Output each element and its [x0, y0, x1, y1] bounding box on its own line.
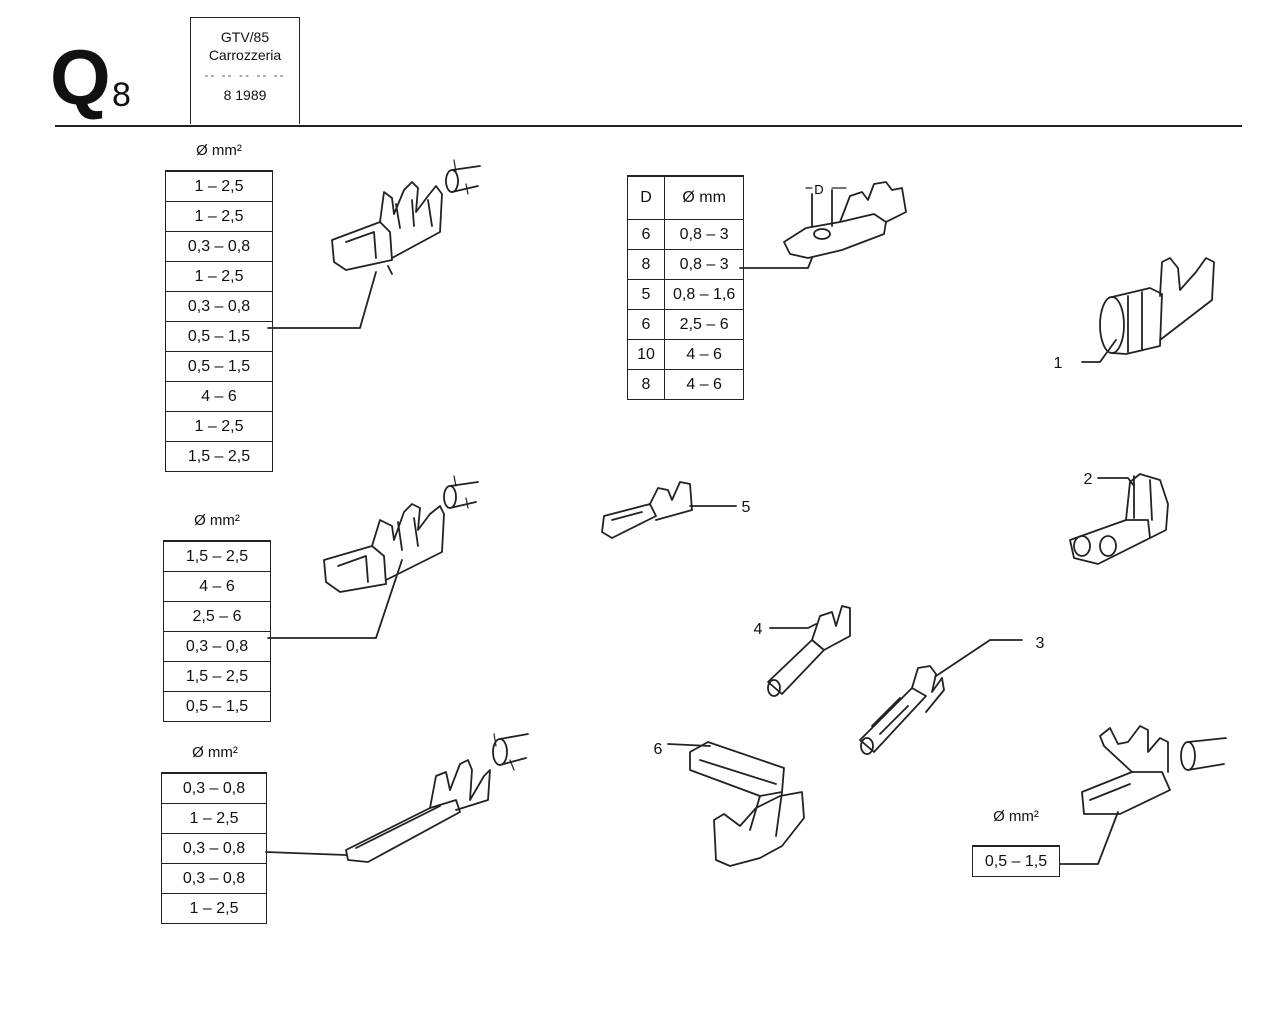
leader-line-6 — [667, 743, 711, 747]
title-block: GTV/85 Carrozzeria -- -- -- -- -- 8 1989 — [190, 17, 300, 124]
part-1-drawing — [1099, 257, 1215, 355]
table-cell: 0,5 – 1,5 — [972, 845, 1060, 877]
table-cell: 1 – 2,5 — [165, 170, 273, 202]
table-cell: 1 – 2,5 — [161, 803, 267, 834]
table-cell: 6 — [627, 309, 665, 340]
leader-line-b — [267, 559, 403, 639]
table-cell: 0,5 – 1,5 — [165, 351, 273, 382]
table-row: 0,5 – 1,5 — [972, 845, 1060, 877]
header-rule — [55, 125, 1242, 127]
section-code: Q 8 — [50, 32, 131, 122]
table-row: 0,3 – 0,8 — [161, 772, 267, 804]
table-row: 1 – 2,5 — [161, 803, 267, 834]
section-letter: Q — [50, 33, 111, 121]
table-cell: 0,8 – 3 — [663, 249, 745, 280]
table-cell: 2,5 – 6 — [663, 309, 745, 340]
table-row: 1 – 2,5 — [161, 893, 267, 924]
table-row: 0,5 – 1,5 — [163, 691, 271, 722]
leader-line-4 — [769, 623, 817, 629]
table-cell: 0,8 – 3 — [663, 219, 745, 250]
table-1-caption: Ø mm² — [196, 142, 242, 159]
model-label: GTV/85 — [220, 29, 270, 45]
section-number: 8 — [112, 76, 131, 114]
leader-line-3 — [935, 639, 1023, 677]
table-cell: 0,3 – 0,8 — [161, 772, 267, 804]
female-terminal-drawing-c — [1081, 725, 1227, 815]
table-cell: 4 – 6 — [663, 369, 745, 400]
table-cell: 1 – 2,5 — [161, 893, 267, 924]
female-terminal-drawing-a — [331, 165, 481, 275]
table-row: 1,5 – 2,5 — [163, 661, 271, 692]
table-cell: 0,5 – 1,5 — [165, 321, 273, 352]
table-row: 0,5 – 1,5 — [165, 321, 273, 352]
column-header-d: D — [627, 175, 665, 220]
callout-5: 5 — [742, 499, 751, 516]
table-cell: 1 – 2,5 — [165, 261, 273, 292]
table-cell: 1,5 – 2,5 — [163, 661, 271, 692]
table-cell: 0,8 – 1,6 — [663, 279, 745, 310]
column-header-mm: Ø mm — [663, 175, 745, 220]
callout-2: 2 — [1084, 471, 1093, 488]
callout-3: 3 — [1036, 635, 1045, 652]
table-5-caption: Ø mm² — [993, 808, 1039, 825]
leader-line-d — [1059, 811, 1119, 865]
callout-1: 1 — [1054, 355, 1063, 372]
table-cell: 6 — [627, 219, 665, 250]
group-label: Carrozzeria — [208, 47, 282, 63]
table-row: 4 – 6 — [165, 381, 273, 412]
part-3-drawing — [859, 665, 945, 755]
table-3-caption: Ø mm² — [192, 744, 238, 761]
table-cell: 8 — [627, 369, 665, 400]
leader-line-2 — [1097, 477, 1135, 487]
leader-line-a — [267, 271, 377, 329]
leader-line-1 — [1081, 339, 1117, 363]
dimension-d-label: D — [814, 182, 823, 197]
table-3: 0,3 – 0,8 1 – 2,5 0,3 – 0,8 0,3 – 0,8 1 … — [161, 772, 267, 924]
table-1: 1 – 2,5 1 – 2,5 0,3 – 0,8 1 – 2,5 0,3 – … — [165, 170, 273, 472]
table-row: 1 – 2,5 — [165, 261, 273, 292]
table-row: 1 – 2,5 — [165, 170, 273, 202]
table-cell: 0,3 – 0,8 — [165, 231, 273, 262]
table-cell: 4 – 6 — [663, 339, 745, 370]
date-label: 8 1989 — [223, 87, 267, 103]
table-2: 1,5 – 2,5 4 – 6 2,5 – 6 0,3 – 0,8 1,5 – … — [163, 540, 271, 722]
table-2-caption: Ø mm² — [194, 512, 240, 529]
blade-terminal-drawing — [345, 733, 529, 863]
ring-terminal-drawing — [783, 181, 907, 259]
leader-line-ring — [739, 257, 813, 269]
table-cell: 0,3 – 0,8 — [161, 833, 267, 864]
callout-6: 6 — [654, 741, 663, 758]
table-cell: 0,5 – 1,5 — [163, 691, 271, 722]
callout-4: 4 — [754, 621, 763, 638]
table-row: 0,3 – 0,8 — [161, 833, 267, 864]
table-row: 1,5 – 2,5 — [165, 441, 273, 472]
table-cell: 4 – 6 — [165, 381, 273, 412]
table-row: 0,3 – 0,8 — [165, 231, 273, 262]
part-5-drawing — [601, 481, 693, 539]
table-cell: 8 — [627, 249, 665, 280]
table-header-row: D Ø mm — [627, 175, 745, 220]
table-cell: 1,5 – 2,5 — [165, 441, 273, 472]
table-5: 0,5 – 1,5 — [972, 845, 1060, 877]
leader-line-c — [265, 851, 347, 856]
part-4-drawing — [767, 605, 851, 697]
separator-dashes: -- -- -- -- -- — [204, 68, 286, 82]
part-2-drawing — [1069, 473, 1169, 565]
table-cell: 1 – 2,5 — [165, 201, 273, 232]
table-row: 0,5 – 1,5 — [165, 351, 273, 382]
female-terminal-drawing-b — [323, 481, 479, 593]
part-6-drawing — [689, 741, 805, 867]
table-row: 1 – 2,5 — [165, 201, 273, 232]
